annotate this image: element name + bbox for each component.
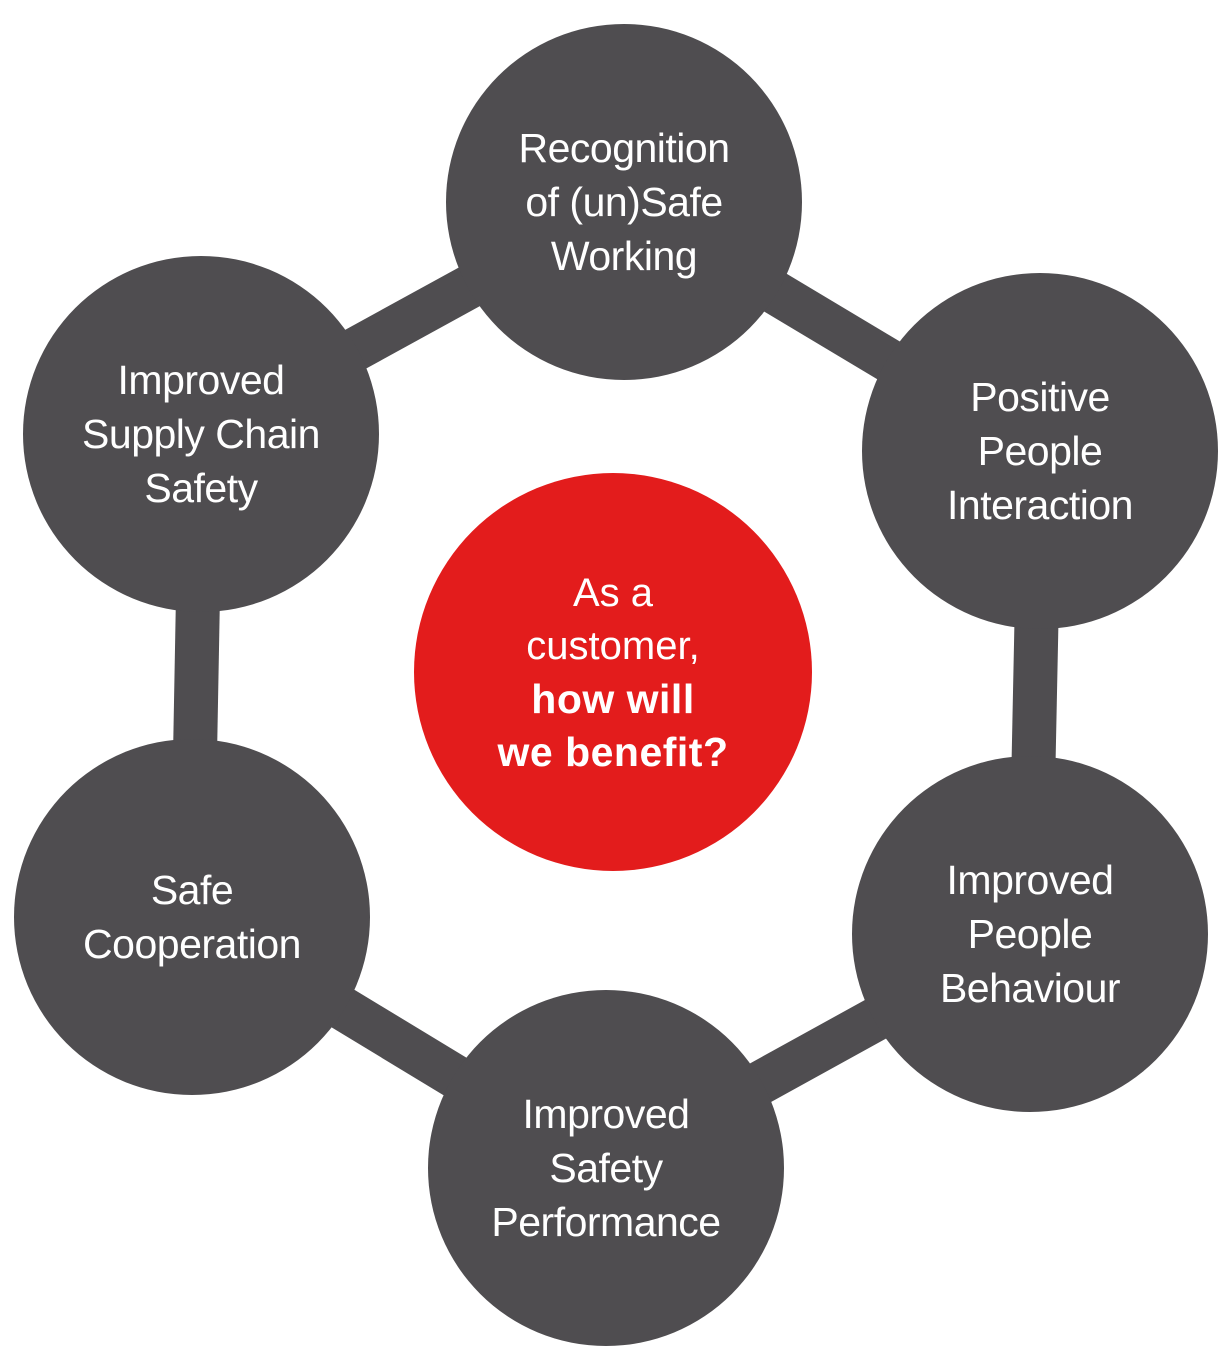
node-circle-safety-performance — [428, 990, 784, 1346]
node-circle-improved-behaviour — [852, 756, 1208, 1112]
center-circle — [414, 473, 812, 871]
node-circle-recognition — [446, 24, 802, 380]
node-circle-supply-chain — [23, 256, 379, 612]
node-circle-safe-cooperation — [14, 739, 370, 1095]
node-circle-positive-interaction — [862, 273, 1218, 629]
nodes — [14, 24, 1218, 1346]
